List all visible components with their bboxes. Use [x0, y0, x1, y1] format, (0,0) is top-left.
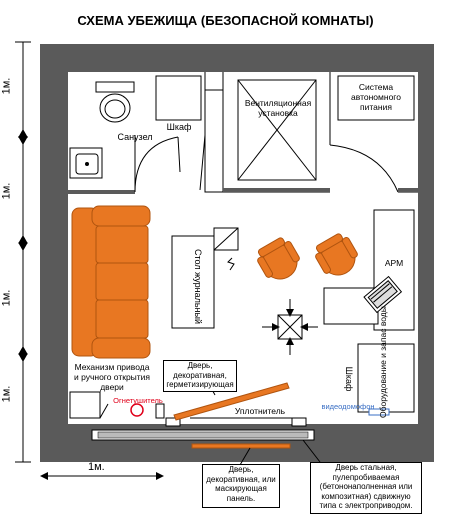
cable-icon	[227, 257, 235, 271]
arm-workstation	[323, 209, 415, 331]
vent-door-leaf	[199, 134, 206, 191]
label-bathroom: Санузел	[117, 132, 153, 142]
label-arm: АРМ	[384, 258, 404, 268]
callout-decorative-door: Дверь, декоративная, герметизирующая	[163, 360, 237, 392]
sofa-icon	[71, 205, 151, 359]
steel-door-track	[91, 429, 315, 441]
label-mechanism: Механизм привода и ручного открытия двер…	[73, 362, 151, 392]
extinguisher-icon	[130, 403, 144, 417]
scale-label-1: 1м.	[0, 77, 13, 95]
armchair-icon	[315, 233, 358, 276]
toilet-icon	[95, 81, 135, 123]
power-system-box	[337, 75, 415, 121]
label-extinguisher: Огнетушитель	[113, 396, 163, 405]
coffee-table	[171, 235, 215, 329]
cabinet-top	[155, 75, 202, 121]
decorative-door-leaf	[173, 382, 290, 421]
page-title: СХЕМА УБЕЖИЩА (БЕЗОПАСНОЙ КОМНАТЫ)	[77, 13, 374, 28]
bathroom-door-swing	[134, 136, 179, 193]
sink-icon	[69, 147, 103, 179]
vertical-scale	[15, 41, 31, 463]
panel-strip	[191, 443, 291, 449]
intercom-icon	[368, 408, 390, 416]
label-seal: Уплотнитель	[234, 406, 286, 416]
mechanism-box	[69, 391, 109, 419]
ventilation-unit	[237, 79, 317, 181]
label-power: Система автономного питания	[351, 82, 401, 112]
label-cabinet-right: Шкаф	[344, 366, 354, 392]
label-cabinet-top: Шкаф	[166, 122, 192, 132]
cabinet-right	[357, 343, 415, 413]
label-desk: Стол журнальный	[193, 249, 203, 324]
label-intercom: видеодомофон	[321, 402, 375, 411]
bathroom-door-leaf	[177, 136, 181, 173]
scale-label-4: 1м.	[0, 385, 13, 403]
scale-label-2: 1м.	[0, 182, 13, 200]
label-equipment: Оборудование и запас воды	[378, 306, 388, 418]
lamp-box	[213, 227, 239, 251]
armchair-icon	[257, 237, 300, 280]
scale-label-horizontal: 1м.	[88, 461, 105, 473]
callout-steel-door: Дверь стальная, пулепробиваемая (бетонон…	[310, 462, 422, 514]
vent-cross-icon	[262, 299, 318, 355]
callout-panel: Дверь, декоративная, или маскирующая пан…	[202, 464, 280, 508]
scale-label-3: 1м.	[0, 289, 13, 307]
label-ventilation: Вентиляционная установка	[244, 98, 312, 118]
wall-ledges	[68, 89, 418, 194]
